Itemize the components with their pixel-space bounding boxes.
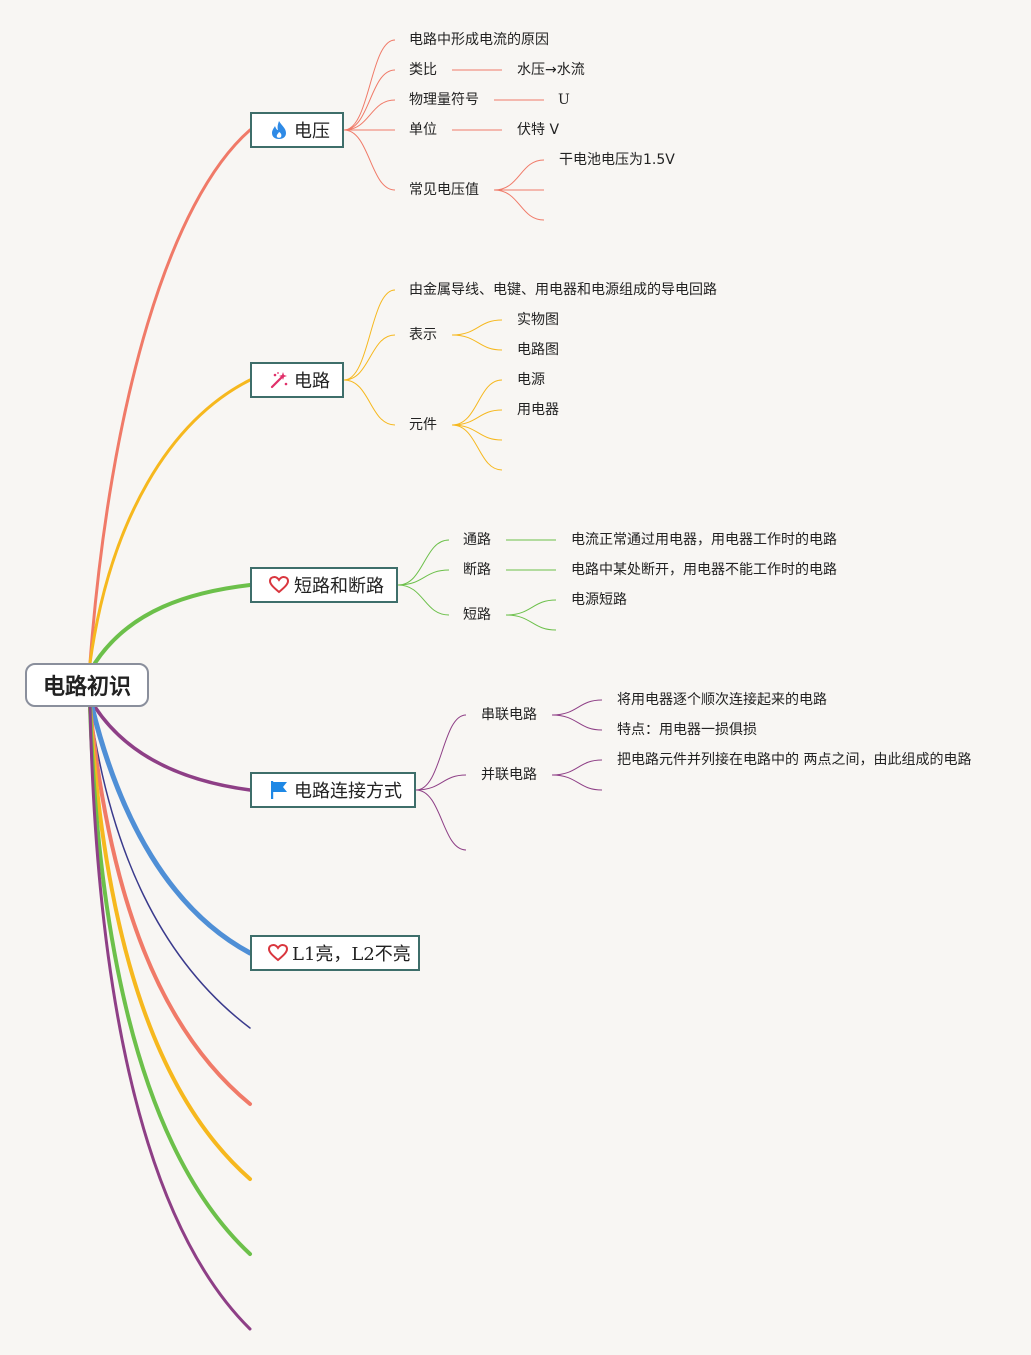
voltage-symbol-label[interactable]: 物理量符号 bbox=[409, 92, 479, 108]
topic-short-open[interactable]: 短路和断路 bbox=[250, 567, 398, 603]
link-root-extra-3 bbox=[88, 705, 252, 1181]
topic-connection-label: 电路连接方式 bbox=[294, 781, 402, 802]
closed-circuit-value[interactable]: 电流正常通过用电器，用电器工作时的电路 bbox=[571, 532, 837, 548]
series-circuit-label[interactable]: 串联电路 bbox=[481, 707, 537, 723]
heart-icon bbox=[268, 942, 288, 964]
closed-circuit-label[interactable]: 通路 bbox=[463, 532, 491, 548]
open-circuit-value[interactable]: 电路中某处断开，用电器不能工作时的电路 bbox=[571, 562, 837, 578]
topic-connection[interactable]: 电路连接方式 bbox=[250, 772, 416, 808]
link-root-extra-1 bbox=[89, 706, 251, 1029]
circuit-definition[interactable]: 由金属导线、电键、用电器和电源组成的导电回路 bbox=[409, 282, 717, 298]
circuit-representation-item[interactable]: 电路图 bbox=[517, 342, 559, 358]
link-root-extra-5 bbox=[88, 705, 252, 1331]
link-root-extra-2 bbox=[88, 705, 252, 1106]
voltage-common-label[interactable]: 常见电压值 bbox=[409, 182, 479, 198]
link-root-circuit bbox=[88, 378, 252, 665]
voltage-unit-value[interactable]: 伏特 V bbox=[517, 122, 560, 138]
parallel-circuit-label[interactable]: 并联电路 bbox=[481, 767, 537, 783]
link-root-short-open bbox=[93, 583, 252, 665]
topic-lamp-label: L1亮，L2不亮 bbox=[292, 944, 411, 965]
circuit-representation-item[interactable]: 实物图 bbox=[517, 312, 559, 328]
link-root-connection bbox=[93, 705, 252, 792]
parallel-circuit-item[interactable]: 把电路元件并列接在电路中的 两点之间，由此组成的电路 bbox=[617, 752, 972, 768]
voltage-common-value[interactable]: 干电池电压为1.5V bbox=[559, 152, 675, 168]
circuit-components-item[interactable]: 电源 bbox=[517, 372, 545, 388]
link-root-voltage bbox=[88, 128, 252, 665]
topic-voltage[interactable]: 电压 bbox=[250, 112, 344, 148]
short-circuit-label[interactable]: 短路 bbox=[463, 607, 491, 623]
voltage-analogy-value[interactable]: 水压→水流 bbox=[517, 62, 585, 78]
flame-icon bbox=[268, 119, 290, 141]
voltage-cause[interactable]: 电路中形成电流的原因 bbox=[409, 32, 549, 48]
open-circuit-label[interactable]: 断路 bbox=[463, 562, 491, 578]
series-circuit-item[interactable]: 特点：用电器一损俱损 bbox=[617, 722, 757, 738]
topic-voltage-label: 电压 bbox=[294, 121, 330, 142]
circuit-components-item[interactable]: 用电器 bbox=[517, 402, 559, 418]
series-circuit-item[interactable]: 将用电器逐个顺次连接起来的电路 bbox=[617, 692, 827, 708]
flag-icon bbox=[268, 779, 290, 801]
heart-icon bbox=[268, 574, 290, 596]
circuit-components-label[interactable]: 元件 bbox=[409, 417, 437, 433]
short-circuit-value[interactable]: 电源短路 bbox=[571, 592, 627, 608]
topic-circuit[interactable]: 电路 bbox=[250, 362, 344, 398]
link-root-lamp bbox=[89, 704, 253, 956]
voltage-symbol-value[interactable]: U bbox=[558, 92, 570, 108]
root-topic[interactable]: 电路初识 bbox=[25, 663, 149, 707]
voltage-unit-label[interactable]: 单位 bbox=[409, 122, 437, 138]
link-root-extra-4 bbox=[88, 705, 252, 1256]
root-topic-label: 电路初识 bbox=[42, 675, 131, 700]
voltage-analogy-label[interactable]: 类比 bbox=[409, 62, 437, 78]
topic-short-open-label: 短路和断路 bbox=[294, 576, 384, 597]
magic-wand-icon bbox=[268, 369, 290, 391]
topic-lamp[interactable]: L1亮，L2不亮 bbox=[250, 935, 420, 971]
topic-circuit-label: 电路 bbox=[294, 371, 330, 392]
circuit-representation-label[interactable]: 表示 bbox=[409, 327, 437, 343]
